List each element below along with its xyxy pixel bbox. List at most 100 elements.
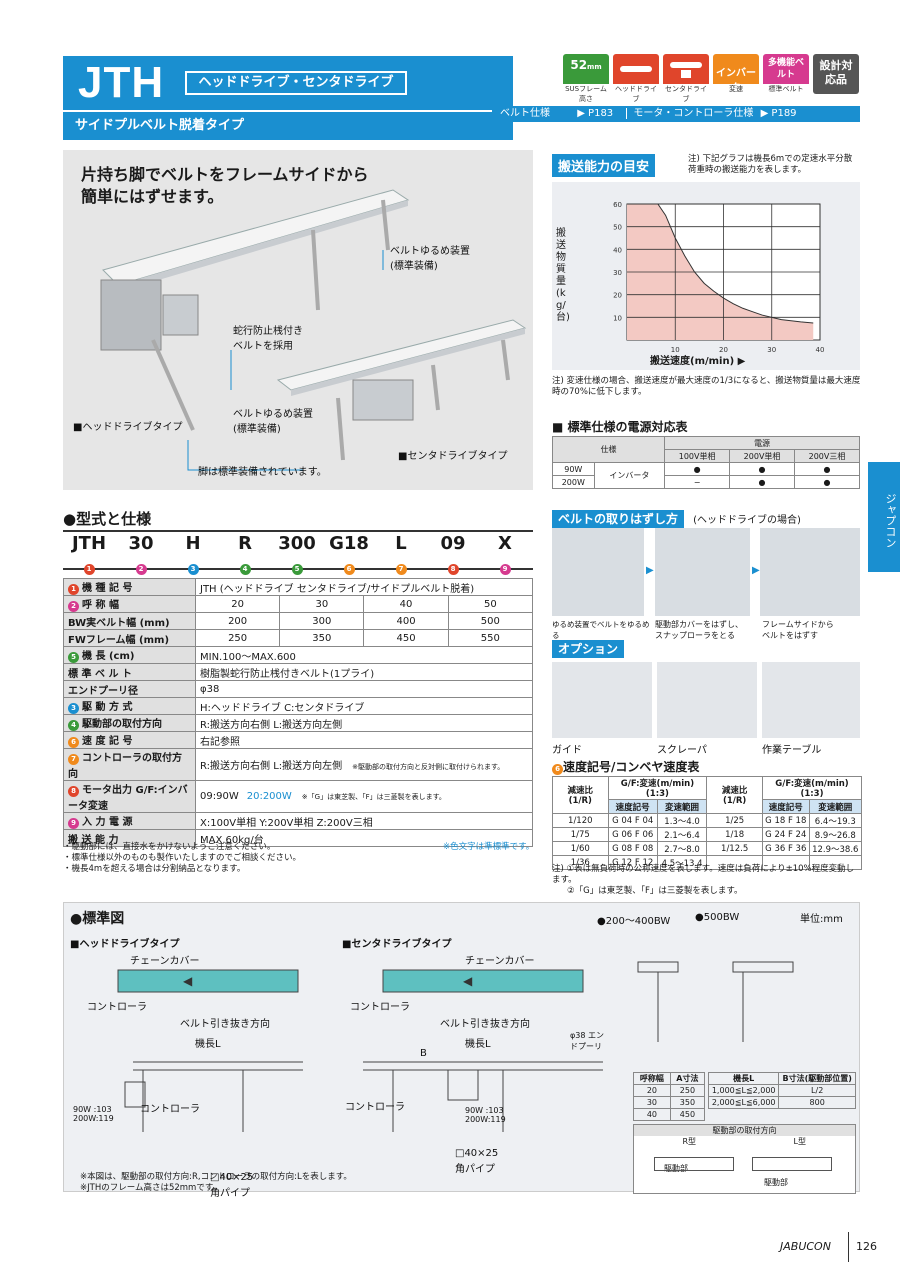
chain-cover-label-center: チェーンカバー: [465, 956, 535, 967]
option-scraper-label: スクレーパ: [657, 745, 707, 756]
controller-label-side: コントローラ: [140, 1104, 200, 1115]
pipe-size-label: □40×25: [210, 1172, 254, 1183]
capacity-curve: [627, 203, 814, 324]
x-tick-label: 40: [816, 346, 825, 354]
custom-design-badge: 設計対応品: [813, 54, 859, 94]
motor-spec-label: モータ・コントローラ仕様: [626, 108, 754, 119]
head-drive-icon: ヘッドドライブ: [613, 54, 659, 103]
option-table-photo: [762, 662, 860, 738]
arrow-icon: ▶: [646, 565, 654, 576]
b-dim-label: B: [420, 1048, 427, 1059]
center-drive-icon: センタドライブ: [663, 54, 709, 103]
removal-step-2: 駆動部カバーをはずし、 スナップローラをとる: [655, 620, 743, 640]
pipe-label-center: 角パイプ: [455, 1164, 495, 1175]
option-scraper-photo: [657, 662, 757, 738]
y-tick-label: 60: [613, 201, 622, 209]
capacity-section: 搬送能力の目安: [552, 154, 656, 177]
length-label-center: 機長L: [465, 1039, 491, 1050]
drawing-title: ●標準図: [70, 911, 125, 927]
y-tick-label: 30: [613, 269, 622, 277]
footer-brand: JABUCON: [780, 1240, 831, 1253]
color-note: ※色文字は準標準です。: [443, 842, 535, 852]
chart-xlabel: 搬送速度(m/min) ▶: [650, 356, 746, 367]
side-tab[interactable]: ジャプコン: [868, 462, 900, 572]
option-guide-label: ガイド: [552, 745, 582, 756]
speed-table: 減速比 (1/R)G/F:変速(m/min)(1:3)減速比 (1/R)G/F:…: [552, 776, 863, 870]
chart-ylabel: 搬送物質量(kg/台): [556, 228, 570, 323]
reference-bar: ベルト仕様 ▶ P183 モータ・コントローラ仕様 ▶ P189: [492, 106, 860, 122]
center-drive-drawing-label: ■センタドライブタイプ: [342, 939, 452, 950]
speed-note-2: ②「G」は東芝製、「F」は三菱製を表します。: [567, 886, 743, 896]
spec-notes: ・駆動部には、直接水をかけないようご注意ください。・標準仕様以外のものも製作いた…: [63, 842, 302, 874]
option-table-label: 作業テーブル: [762, 745, 822, 756]
removal-photo-3: [760, 528, 860, 616]
table-row: 標 準 ベ ル ト樹脂製蛇行防止桟付きベルト(1プライ): [63, 663, 533, 681]
unit-label: 単位:mm: [800, 914, 843, 925]
speed-note-1: 注) ①表は無負荷時の公称速度を表します。速度は負荷により±10%程度変動します…: [552, 864, 855, 885]
motor-spec-link[interactable]: ▶ P189: [760, 108, 797, 119]
removal-photo-1: [552, 528, 644, 616]
callout-belt-loosener-2: ベルトゆるめ装置 (標準装備): [233, 409, 313, 435]
callout-belt-loosener-1: ベルトゆるめ装置 (標準装備): [390, 246, 470, 272]
option-section: オプション: [552, 638, 625, 658]
model-title: JTH: [78, 58, 165, 107]
label-center-drive: ■センタドライブタイプ: [398, 451, 508, 462]
removal-title: ベルトの取りはずし方: [552, 510, 685, 528]
feature-badges: 52mm SUSフレーム高さ ヘッドドライブ センタドライブ インバータ 変速 …: [563, 54, 863, 103]
pipe-label: 角パイプ: [210, 1188, 250, 1199]
head-drive-drawing-label: ■ヘッドドライブタイプ: [70, 939, 180, 950]
table-row: 200W−●●: [552, 475, 860, 489]
y-tick-label: 50: [613, 224, 622, 232]
title-banner: [63, 56, 513, 110]
arrow-icon: ▶: [752, 565, 760, 576]
page-number: 126: [856, 1240, 877, 1253]
svg-text:◀: ◀: [183, 974, 193, 988]
y-tick-label: 40: [613, 246, 622, 254]
svg-text:◀: ◀: [463, 974, 473, 988]
technical-drawing: ◀ ◀: [117, 961, 794, 1132]
belt-spec-label: ベルト仕様: [500, 108, 550, 119]
controller-label-center: コントローラ: [350, 1002, 410, 1013]
section-200-400: ●200〜400BW: [597, 916, 671, 927]
belt-spec-link[interactable]: ▶ P183: [577, 108, 614, 119]
footer-divider: [848, 1232, 849, 1262]
conveyor-illustration: [100, 189, 527, 471]
power-title: ■ 標準仕様の電源対応表: [552, 420, 688, 434]
title-block: JTH ヘッドドライブ・センタドライブ サイドプルベルト脱着タイプ: [63, 56, 513, 140]
end-pulley-label: φ38 エンドプーリ: [570, 1031, 604, 1051]
subtitle: ヘッドドライブ・センタドライブ: [185, 71, 407, 95]
multi-belt-icon: 多機能ベルト 標準ベルト: [763, 54, 809, 94]
length-label: 機長L: [195, 1039, 221, 1050]
y-tick-label: 10: [613, 314, 622, 322]
y-tick-label: 20: [613, 292, 622, 300]
drawing-notes: ※本図は、駆動部の取付方向:R,コントローラの取付方向:Lを表します。※JTHの…: [80, 1172, 352, 1193]
capacity-title: 搬送能力の目安: [552, 154, 656, 177]
frame-height-icon: 52mm SUSフレーム高さ: [563, 54, 609, 103]
